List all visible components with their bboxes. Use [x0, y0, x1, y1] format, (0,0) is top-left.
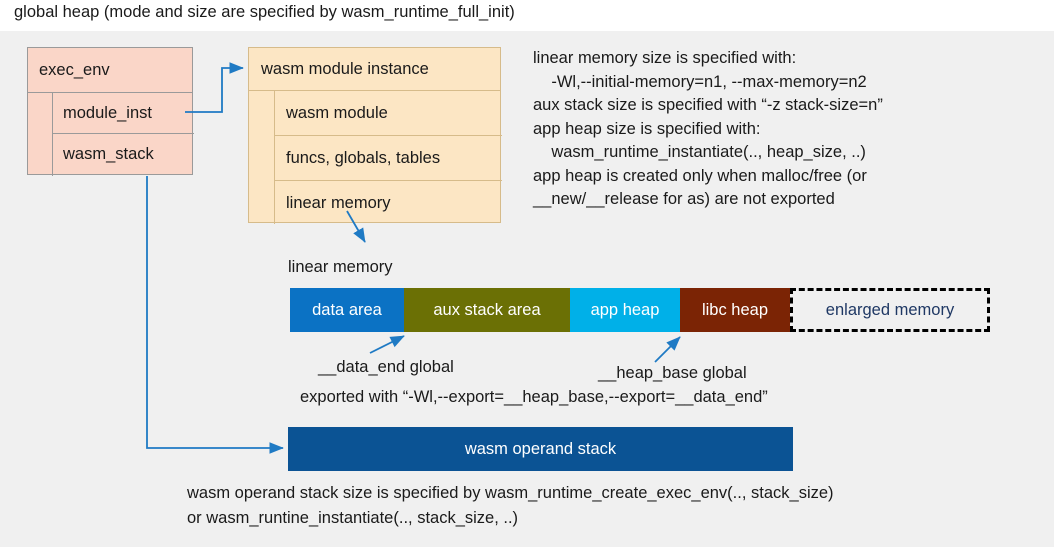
exec-env-box: exec_env module_inst wasm_stack	[27, 47, 194, 176]
memory-segment-libc-heap: libc heap	[680, 288, 790, 332]
wmi-field-linear-memory: linear memory	[286, 194, 391, 212]
callout-heap-base-global: __heap_base global	[598, 364, 747, 382]
memory-segment-enlarged-memory: enlarged memory	[790, 288, 990, 332]
operand-stack-note: wasm operand stack size is specified by …	[187, 484, 834, 527]
wmi-field-funcs-globals-tables: funcs, globals, tables	[275, 136, 502, 181]
wasm-module-instance-header: wasm module instance	[249, 48, 500, 91]
exec-env-header: exec_env	[28, 48, 192, 93]
page-title: global heap (mode and size are specified…	[14, 3, 515, 21]
wasm-module-instance-box: wasm module instance wasm module funcs, …	[248, 47, 502, 224]
wasm-module-instance-gutter	[249, 91, 275, 224]
exec-env-field-module-inst: module_inst	[53, 93, 194, 134]
exec-env-field-wasm-stack: wasm_stack	[63, 145, 154, 163]
exec-env-gutter	[28, 93, 53, 176]
callout-data-end-global: __data_end global	[318, 358, 454, 376]
linear-memory-bar-label: linear memory	[288, 258, 393, 276]
wasm-operand-stack-box: wasm operand stack	[288, 427, 793, 471]
linear-memory-notes: linear memory size is specified with: -W…	[533, 49, 883, 208]
linear-memory-bar: data area aux stack area app heap libc h…	[290, 288, 990, 332]
memory-segment-data-area: data area	[290, 288, 404, 332]
wmi-field-wasm-module: wasm module	[275, 91, 502, 136]
callout-exported-with: exported with “-Wl,--export=__heap_base,…	[300, 388, 768, 406]
memory-segment-aux-stack-area: aux stack area	[404, 288, 570, 332]
memory-segment-app-heap: app heap	[570, 288, 680, 332]
